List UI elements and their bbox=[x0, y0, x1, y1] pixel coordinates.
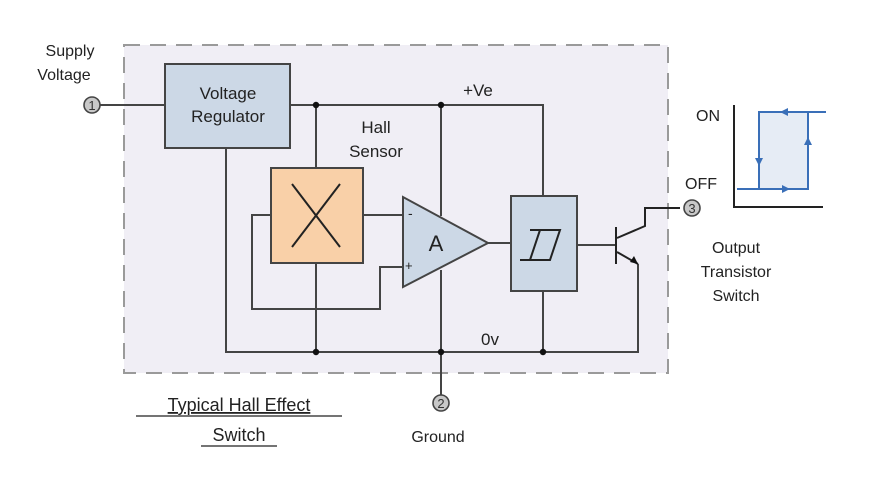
pin-2-ground: 2 bbox=[432, 394, 450, 412]
pin-3-output: 3 bbox=[683, 199, 701, 217]
schmitt-trigger-block bbox=[510, 195, 578, 292]
output-label-line1: Output bbox=[712, 240, 761, 257]
arrow-up-icon bbox=[804, 137, 812, 145]
arrow-down-icon bbox=[755, 158, 763, 166]
ground-rail-label: 0v bbox=[481, 330, 499, 349]
supply-voltage-label-line2: Voltage bbox=[37, 67, 90, 84]
hysteresis-symbol-icon bbox=[520, 229, 562, 261]
pin-1-supply: 1 bbox=[83, 96, 101, 114]
hall-sensor-label-line1: Hall bbox=[361, 118, 390, 137]
arrow-left-icon bbox=[780, 108, 788, 116]
wires bbox=[100, 104, 639, 395]
amplifier-label: A bbox=[429, 231, 444, 256]
supply-voltage-label-line1: Supply bbox=[46, 43, 95, 60]
output-transistor-icon bbox=[615, 207, 680, 265]
ground-label: Ground bbox=[411, 429, 464, 446]
diagram-title-line2: Switch bbox=[212, 425, 265, 445]
hysteresis-graph bbox=[733, 105, 826, 208]
hall-sensor-label-line2: Sensor bbox=[349, 142, 403, 161]
off-label: OFF bbox=[685, 176, 717, 193]
amplifier-triangle: A - + bbox=[402, 195, 491, 289]
on-label: ON bbox=[696, 108, 720, 125]
regulator-label-line2: Regulator bbox=[191, 107, 265, 126]
output-label-line3: Switch bbox=[712, 288, 759, 305]
output-label-line2: Transistor bbox=[701, 264, 772, 281]
pin-2-number: 2 bbox=[437, 396, 444, 411]
diagram-title-line1: Typical Hall Effect bbox=[168, 395, 311, 415]
amp-minus-label: - bbox=[408, 205, 413, 221]
regulator-label-line1: Voltage bbox=[200, 84, 257, 103]
pin-3-number: 3 bbox=[688, 201, 695, 216]
amp-plus-label: + bbox=[405, 258, 413, 273]
voltage-regulator-block: Voltage Regulator bbox=[164, 63, 291, 149]
junction-dots bbox=[312, 101, 547, 356]
hall-sensor-block bbox=[270, 167, 364, 264]
positive-rail-label: +Ve bbox=[463, 81, 493, 100]
pin-1-number: 1 bbox=[88, 98, 95, 113]
arrow-right-icon bbox=[782, 185, 790, 193]
